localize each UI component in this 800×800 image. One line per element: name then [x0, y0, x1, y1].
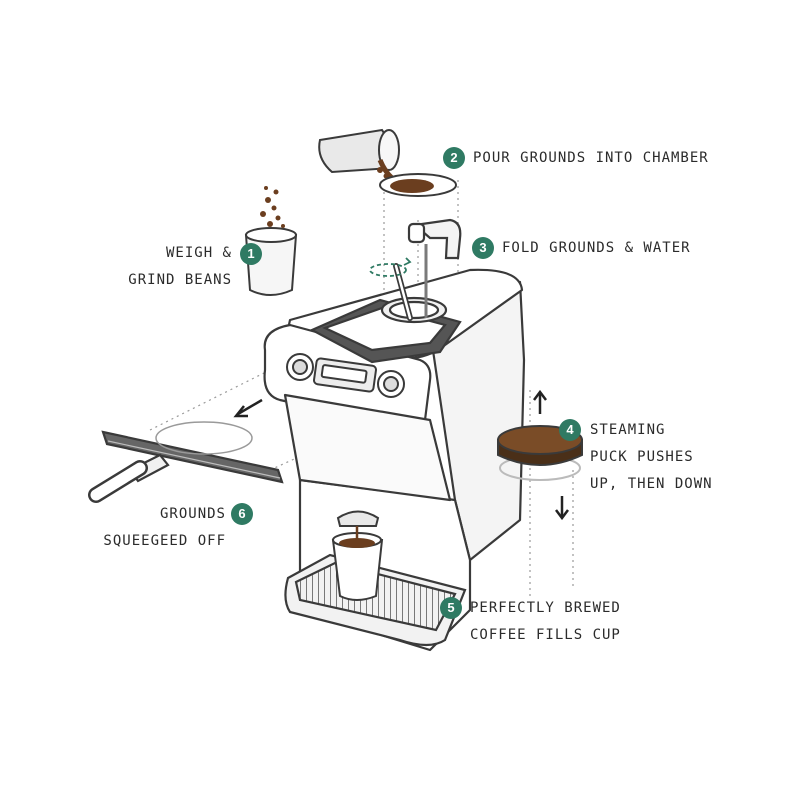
control-panel [286, 353, 405, 398]
step-badge-4: 4 [559, 419, 581, 441]
step-label-4: STEAMING PUCK PUSHES UP, THEN DOWN [590, 417, 713, 498]
step-label-6: GROUNDS SQUEEGEED OFF [103, 501, 226, 555]
step-6-line-1: GROUNDS [159, 506, 226, 522]
step-5-line-1: PERFECTLY BREWED [470, 600, 621, 616]
step-label-2: POUR GROUNDS INTO CHAMBER [473, 145, 709, 172]
step-2-line-1: POUR GROUNDS INTO CHAMBER [473, 150, 709, 166]
step-label-3: FOLD GROUNDS & WATER [502, 235, 691, 262]
coffee-cup [331, 510, 384, 601]
step-label-5: PERFECTLY BREWED COFFEE FILLS CUP [470, 595, 621, 649]
step-4-line-3: UP, THEN DOWN [590, 476, 713, 492]
step-4-line-1: STEAMING [590, 422, 666, 438]
step-1-line-2: GRIND BEANS [128, 272, 232, 288]
pouring-jar [318, 128, 457, 197]
water-faucet [369, 218, 462, 321]
step-label-1: WEIGH & GRIND BEANS [128, 240, 232, 294]
step-6-line-2: SQUEEGEED OFF [103, 533, 226, 549]
step-badge-2: 2 [443, 147, 465, 169]
step-1-line-1: WEIGH & [165, 245, 232, 261]
squeegee-arm [88, 398, 284, 503]
step-badge-5: 5 [440, 597, 462, 619]
step-3-line-1: FOLD GROUNDS & WATER [502, 240, 691, 256]
step-4-line-2: PUCK PUSHES [590, 449, 694, 465]
step-5-line-2: COFFEE FILLS CUP [470, 627, 621, 643]
step-badge-3: 3 [472, 237, 494, 259]
step-badge-1: 1 [240, 243, 262, 265]
step-badge-6: 6 [231, 503, 253, 525]
bean-cup [244, 186, 298, 296]
